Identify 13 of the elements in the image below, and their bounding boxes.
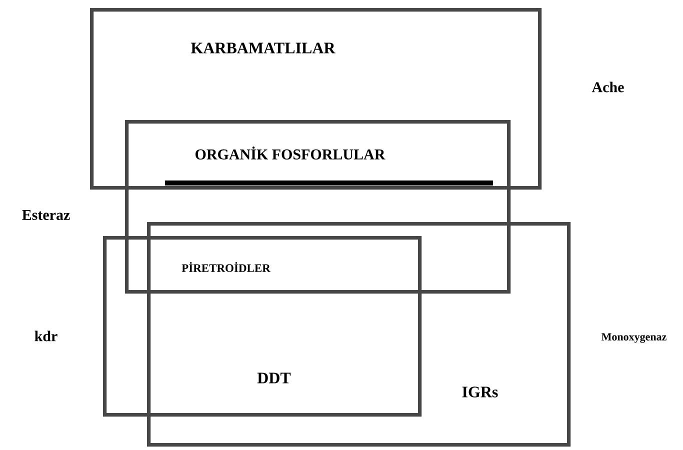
mechanism-label: kdr	[34, 330, 58, 342]
region-box	[147, 222, 571, 447]
region-label: ORGANİK FOSFORLULAR	[196, 146, 386, 160]
mechanism-label: Esteraz	[22, 210, 70, 220]
region-box	[90, 8, 542, 190]
region-label: PİRETROİDLER	[182, 262, 270, 272]
region-box	[103, 236, 422, 417]
mechanism-label: Monoxygenaz	[602, 333, 666, 343]
region-label: IGRs	[462, 386, 498, 398]
mechanism-label: Ache	[592, 82, 624, 92]
region-label: KARBAMATLILAR	[190, 42, 336, 54]
region-box	[125, 120, 511, 294]
region-label: DDT	[257, 372, 291, 384]
